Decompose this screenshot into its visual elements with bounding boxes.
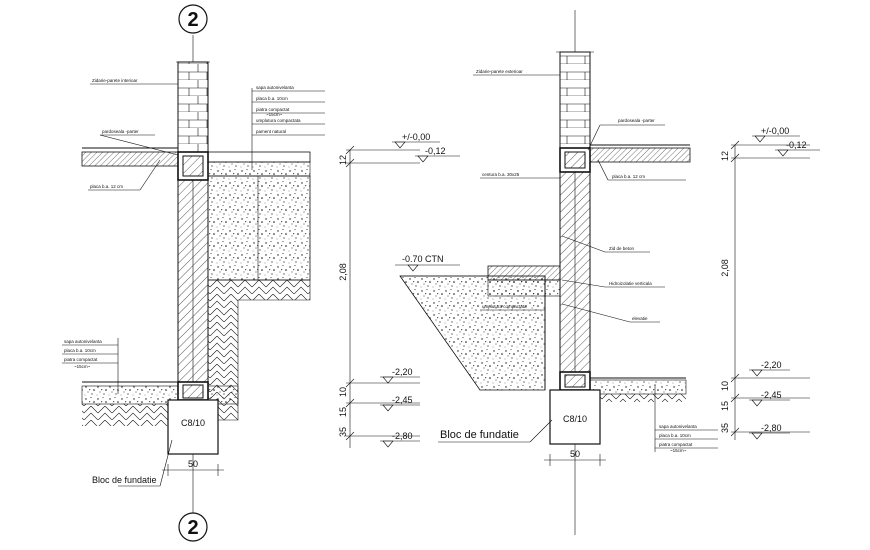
svg-text:~15cm~: ~15cm~ xyxy=(670,448,687,453)
svg-text:~15cm~: ~15cm~ xyxy=(266,112,283,117)
left-floor-slab xyxy=(81,151,179,167)
right-fill-label: umplutura compactata xyxy=(482,304,527,309)
right-sidewalk xyxy=(487,265,561,281)
middle-levels: 12 2,08 10 15 35 +/-0,00 -0,12 -2,20 -2,… xyxy=(338,132,460,448)
svg-text:placa b.a. 10cm: placa b.a. 10cm xyxy=(659,433,691,438)
svg-text:35: 35 xyxy=(720,423,730,433)
left-axis-marker-top xyxy=(178,4,208,34)
svg-text:umplutura compactata: umplutura compactata xyxy=(256,118,301,123)
svg-text:10: 10 xyxy=(720,381,730,391)
svg-text:-2,80: -2,80 xyxy=(392,431,413,441)
right-layers-bottom: sapa autonivelanta placa b.a. 10cm piatr… xyxy=(654,384,718,453)
svg-text:12: 12 xyxy=(720,151,730,161)
left-floor-label: pardoseala -parter xyxy=(102,129,139,134)
right-levels: 12 2,08 10 15 35 +/-0,00 -0,12 -2,20 -2,… xyxy=(720,126,820,440)
right-brick-wall xyxy=(559,51,591,149)
svg-text:-0,12: -0,12 xyxy=(786,140,807,150)
svg-text:~15cm~: ~15cm~ xyxy=(74,364,91,369)
svg-text:35: 35 xyxy=(338,427,348,437)
left-brick-wall xyxy=(177,61,209,153)
svg-text:-2,20: -2,20 xyxy=(392,367,413,377)
left-axis-marker-bottom xyxy=(178,512,208,542)
svg-text:-2,45: -2,45 xyxy=(761,390,782,400)
right-elevation-label: elevatie xyxy=(632,316,648,321)
svg-text:-2,80: -2,80 xyxy=(761,423,782,433)
left-compacted-fill xyxy=(207,175,311,281)
left-foundation-block xyxy=(167,399,219,455)
svg-text:sapa autonivelanta: sapa autonivelanta xyxy=(64,339,102,344)
svg-text:-2,20: -2,20 xyxy=(761,360,782,370)
right-wall-label: Zidarie-parete exterioar xyxy=(476,69,523,74)
svg-text:piatra compactat: piatra compactat xyxy=(64,357,98,362)
svg-text:piatra compactat: piatra compactat xyxy=(659,442,693,447)
right-foundation-block xyxy=(549,389,601,445)
right-width-dim: 50 xyxy=(570,449,580,459)
svg-text:12: 12 xyxy=(338,155,348,165)
svg-text:2,08: 2,08 xyxy=(720,259,730,277)
svg-text:placa b.a. 10cm: placa b.a. 10cm xyxy=(64,348,96,353)
left-axis-label-bottom: 2 xyxy=(187,517,198,539)
right-waterproof-label: Hidroizolatie verticala xyxy=(609,281,652,286)
right-floor-slab xyxy=(589,147,691,163)
right-block-label: C8/10 xyxy=(563,414,587,424)
left-section: 2 2 C8/10 50 xyxy=(62,4,325,542)
svg-text:pament natural: pament natural xyxy=(256,129,286,134)
svg-text:15: 15 xyxy=(720,401,730,411)
svg-text:sapa autonivelanta: sapa autonivelanta xyxy=(256,85,294,90)
left-axis-label-top: 2 xyxy=(187,9,198,31)
right-wall-material-label: Zid de beton xyxy=(609,246,635,251)
svg-text:sapa autonivelanta: sapa autonivelanta xyxy=(659,424,697,429)
svg-text:2,08: 2,08 xyxy=(338,263,348,281)
svg-text:15: 15 xyxy=(338,407,348,417)
right-ctn-level: -0.70 CTN xyxy=(402,254,444,264)
left-layers-bottom: sapa autonivelanta placa b.a. 10cm piatr… xyxy=(62,338,119,394)
left-foundation-label: Bloc de fundatie xyxy=(92,475,157,485)
svg-text:piatra compactat: piatra compactat xyxy=(256,107,290,112)
right-belt-label: centura b.a. 30x25 xyxy=(482,172,520,177)
left-concrete-wall xyxy=(177,179,209,383)
left-layers-top: sapa autonivelanta placa b.a. 10cm piatr… xyxy=(251,85,325,170)
svg-text:+/-0,00: +/-0,00 xyxy=(761,126,789,136)
right-foundation-label: Bloc de fundatie xyxy=(440,429,519,441)
right-slab-label: placa b.a. 12 cm xyxy=(612,174,645,179)
svg-text:+/-0,00: +/-0,00 xyxy=(402,132,430,142)
left-width-dim: 50 xyxy=(188,459,198,469)
right-floor-label: pardoseala -parter xyxy=(618,118,655,123)
right-section: C8/10 50 Zidarie-parete exterioar pardos… xyxy=(395,10,718,535)
left-block-label: C8/10 xyxy=(181,418,205,428)
svg-text:-2,45: -2,45 xyxy=(392,395,413,405)
svg-text:-0,12: -0,12 xyxy=(425,146,446,156)
right-concrete-wall xyxy=(559,171,591,373)
svg-text:10: 10 xyxy=(338,387,348,397)
svg-text:placa b.a. 10cm: placa b.a. 10cm xyxy=(256,96,288,101)
left-slab-label: placa b.a. 12 cm xyxy=(90,184,123,189)
left-wall-label: Zidarie-parete interioar xyxy=(92,78,138,83)
